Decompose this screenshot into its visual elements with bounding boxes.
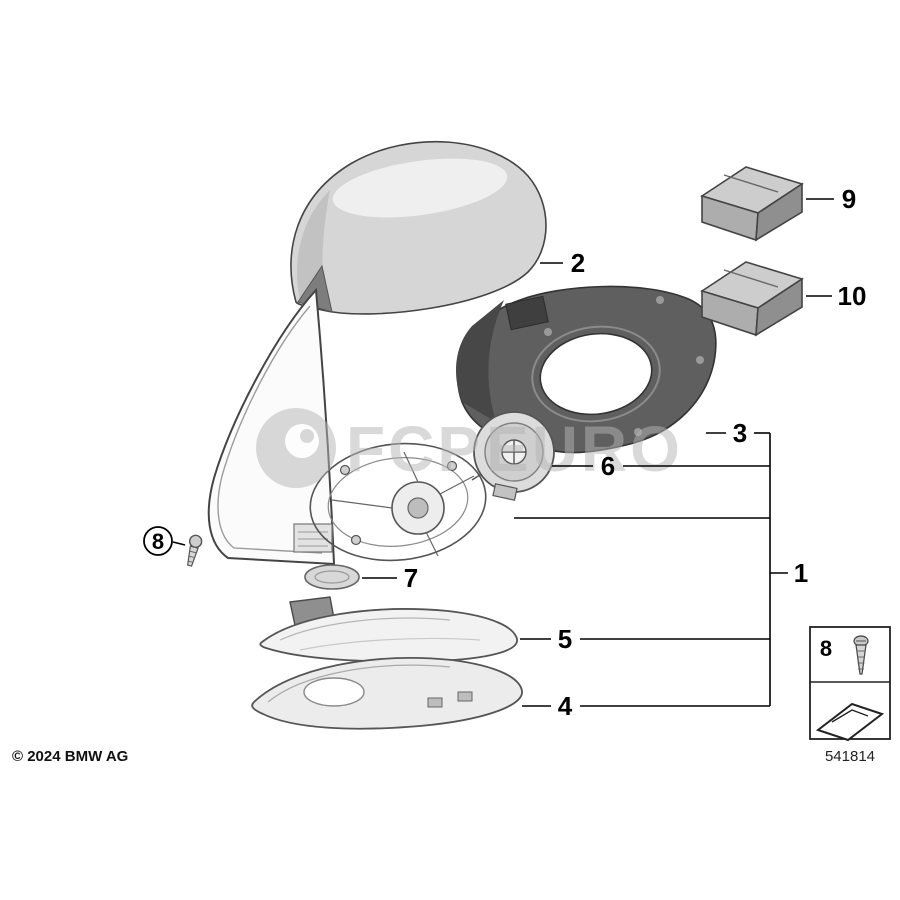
callout-lines (172, 198, 834, 707)
callout-5: 5 (558, 624, 572, 654)
parts-box-10 (700, 261, 804, 337)
callout-6: 6 (601, 451, 615, 481)
direction-arrow-icon (815, 702, 885, 742)
parts-box-9 (700, 166, 804, 242)
screw-icon (853, 635, 869, 675)
mirror-cap-part (290, 140, 547, 315)
screw-part (187, 534, 203, 567)
watermark: FCP EURO (256, 408, 683, 488)
turn-signal-lens-part (259, 596, 518, 663)
legend-box: 8 (809, 626, 891, 742)
callout-9: 9 (842, 184, 856, 214)
actuator-motor-part (473, 411, 555, 501)
callout-10: 10 (838, 281, 867, 311)
diagram-number: 541814 (825, 748, 875, 765)
motor-assembly-part (309, 442, 501, 562)
callout-2: 2 (571, 248, 585, 278)
callout-4: 4 (558, 691, 573, 721)
cap-seal-part (304, 564, 360, 590)
callout-7: 7 (404, 563, 418, 593)
lower-cover-part (251, 657, 523, 730)
callout-8-circle: 8 (143, 526, 173, 556)
copyright-text: © 2024 BMW AG (12, 748, 128, 765)
watermark-word-text: EURO (486, 413, 683, 485)
watermark-brand-text: FCP (346, 413, 483, 485)
legend-screw-number: 8 (820, 636, 832, 661)
housing-frame-part (456, 285, 717, 454)
callout-8: 8 (152, 529, 164, 554)
callout-3: 3 (733, 418, 747, 448)
callout-1: 1 (794, 558, 808, 588)
